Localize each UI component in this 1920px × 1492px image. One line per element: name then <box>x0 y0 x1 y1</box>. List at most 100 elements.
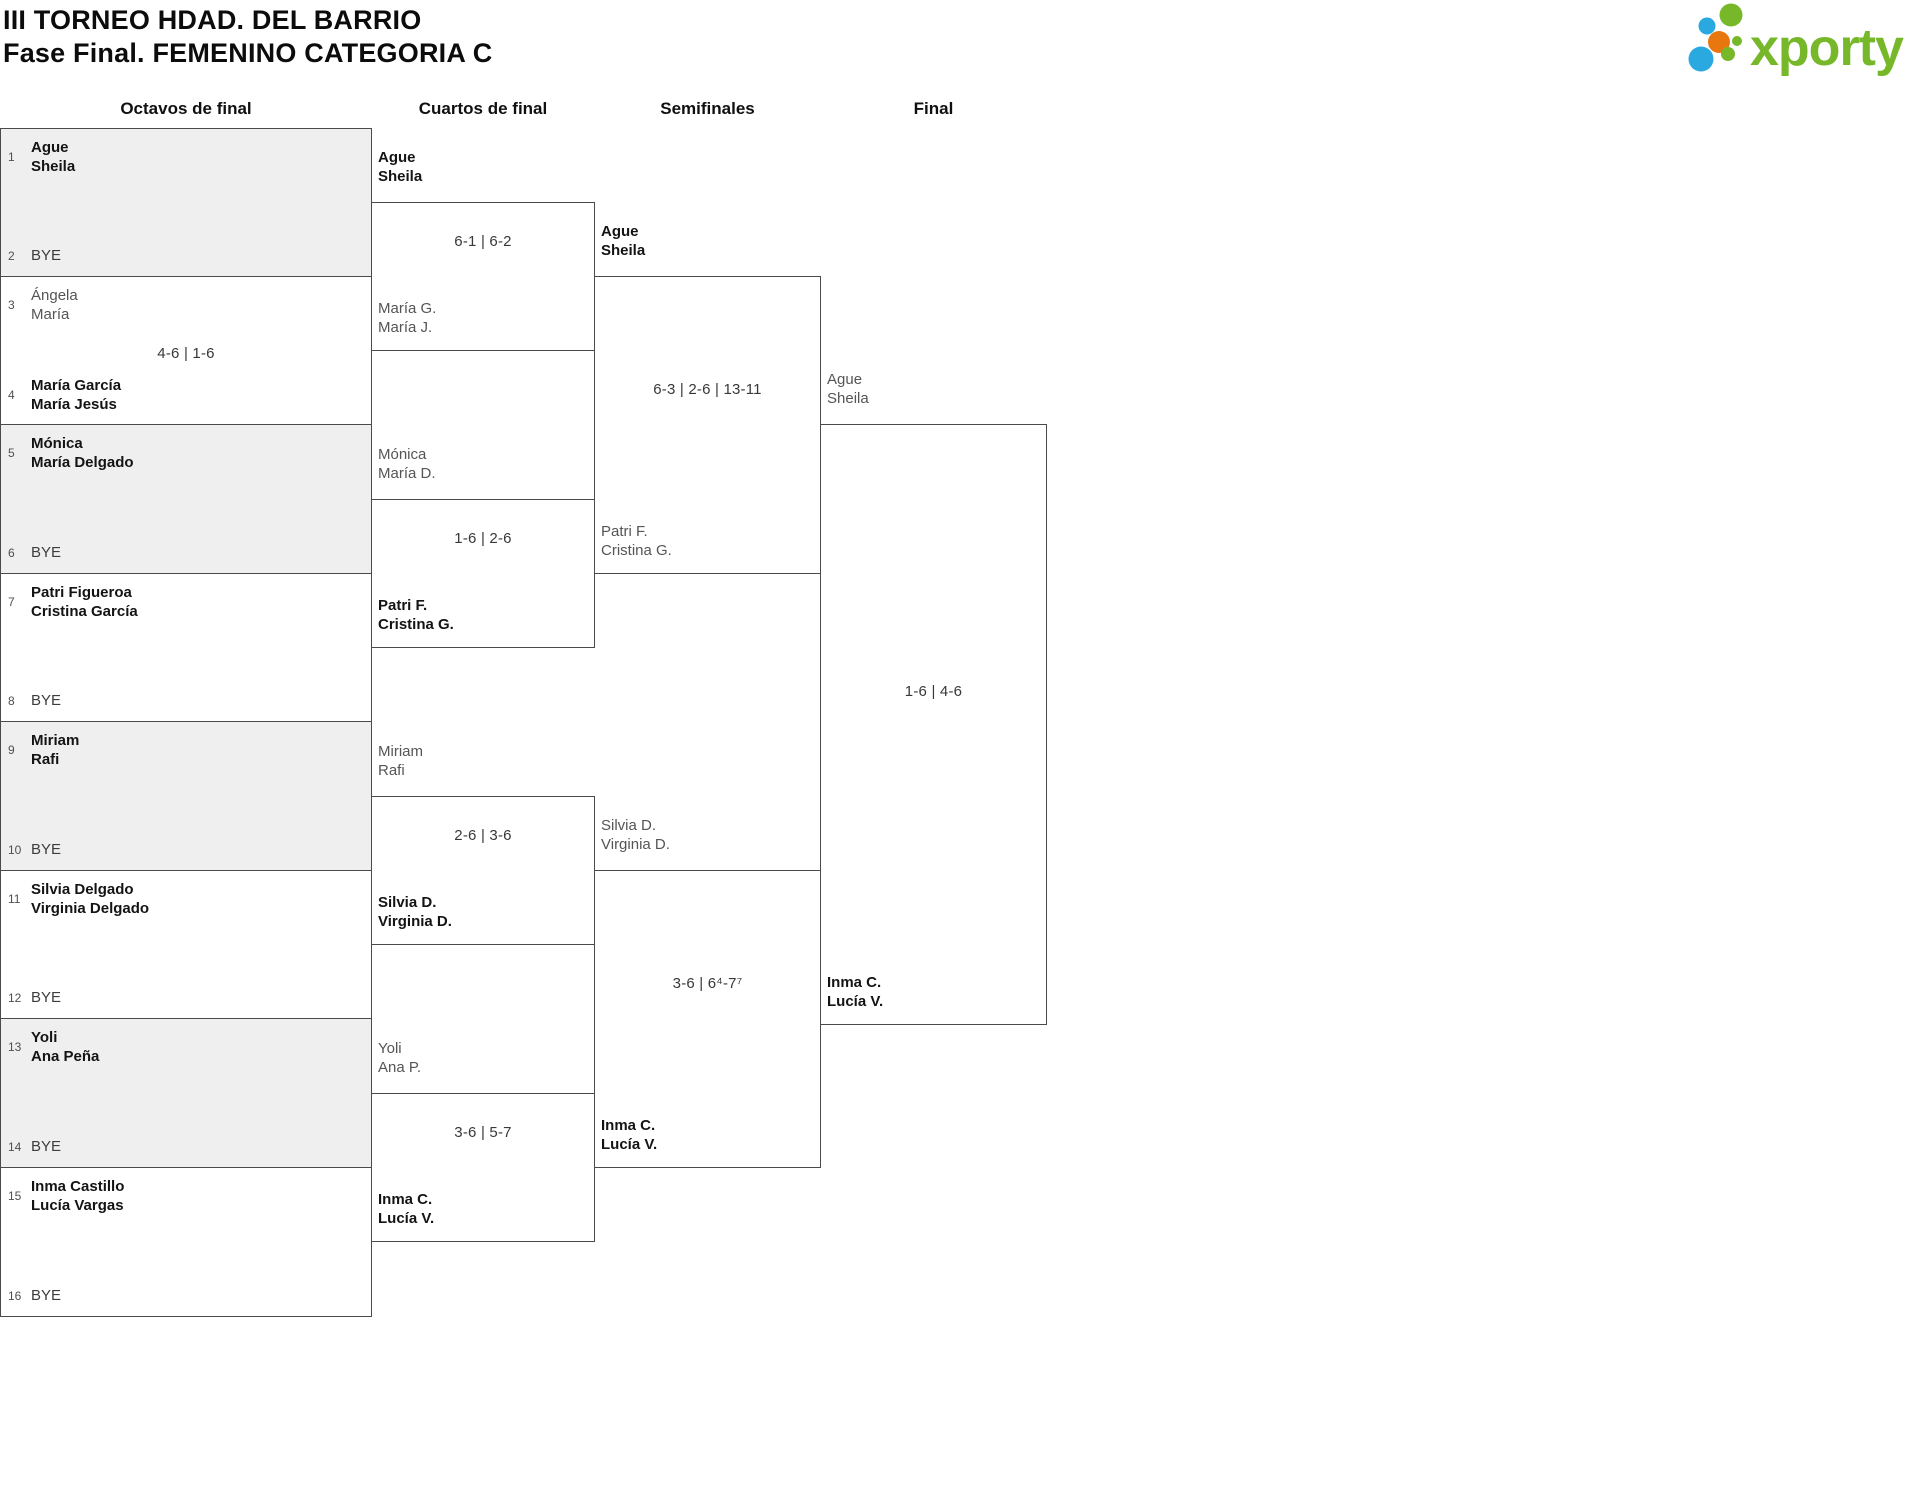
team-name-line: Inma Castillo <box>31 1178 125 1195</box>
team-name-line: Rafi <box>378 762 405 779</box>
round-header-cuartos: Cuartos de final <box>418 99 548 118</box>
seed-number: 6 <box>8 545 15 560</box>
r16-match-4: 7 Patri Figueroa Cristina García 8 BYE <box>0 573 372 722</box>
bye-label: BYE <box>31 246 61 265</box>
team-name-line: Ague <box>601 223 639 240</box>
team-slot: 1 Ague Sheila <box>8 138 365 176</box>
team-name-line: Mónica <box>378 446 427 463</box>
seed-number: 3 <box>8 298 15 312</box>
seed-number: 9 <box>8 743 15 757</box>
team-slot: 12 BYE <box>8 988 365 1007</box>
seed-number: 14 <box>8 1139 22 1154</box>
team-name: Patri Figueroa Cristina García <box>31 583 138 621</box>
team-name-line: Miriam <box>378 743 423 760</box>
r16-match-6: 11 Silvia Delgado Virginia Delgado 12 BY… <box>0 870 372 1019</box>
team-slot: 14 BYE <box>8 1137 365 1156</box>
r16-match-2: 3 Ángela María 4-6 | 1-6 4 María García … <box>0 276 372 426</box>
sf-match-2: Silvia D. Virginia D. 3-6 | 6⁴-7⁷ Inma C… <box>594 817 821 1168</box>
team-name-line: Ague <box>378 149 416 166</box>
seed-number: 10 <box>8 842 22 857</box>
team-name-line: Inma C. <box>601 1117 656 1134</box>
r16-match-8: 15 Inma Castillo Lucía Vargas 16 BYE <box>0 1167 372 1317</box>
bye-label: BYE <box>31 988 61 1007</box>
team-name-line: María <box>31 306 70 323</box>
team-name-line: Virginia Delgado <box>31 900 150 917</box>
logo-dot-green-tiny <box>1732 36 1742 46</box>
seed-number: 4 <box>8 388 15 402</box>
team-name: Ague Sheila <box>31 138 75 176</box>
seed-number: 7 <box>8 595 15 609</box>
team-slot: 10 BYE <box>8 840 365 859</box>
logo-dot-blue-large <box>1688 46 1714 72</box>
bye-label: BYE <box>31 840 61 859</box>
team-name-line: Cristina G. <box>378 616 454 633</box>
advancing-team-label: Inma C. Lucía V. <box>601 1116 657 1154</box>
team-name-line: Ana Peña <box>31 1048 100 1065</box>
team-name-line: Lucía Vargas <box>31 1197 124 1214</box>
match-score: 3-6 | 6⁴-7⁷ <box>672 975 743 992</box>
team-name-line: Sheila <box>31 158 76 175</box>
seed-number: 5 <box>8 446 15 460</box>
seed-number: 16 <box>8 1288 22 1303</box>
team-name-line: BYE <box>31 692 62 709</box>
logo-dot-green-small <box>1721 47 1735 61</box>
team-name-line: María D. <box>378 465 436 482</box>
team-name-line: María G. <box>378 300 437 317</box>
seed-number: 8 <box>8 693 15 708</box>
page-title-line1: III TORNEO HDAD. DEL BARRIO <box>3 5 422 35</box>
team-name-line: Silvia D. <box>601 817 657 834</box>
seed-number: 2 <box>8 248 15 263</box>
seed-number: 1 <box>8 150 15 164</box>
team-name-line: Sheila <box>827 390 869 407</box>
team-name-line: María García <box>31 377 122 394</box>
team-name-line: BYE <box>31 989 62 1006</box>
qf-match-2: Mónica María D. 1-6 | 2-6 Patri F. Crist… <box>371 446 595 648</box>
team-name-line: María Delgado <box>31 454 134 471</box>
team-name-line: BYE <box>31 247 62 264</box>
xporty-logo-icon: xporty <box>1688 3 1905 77</box>
team-slot: 16 BYE <box>8 1286 365 1305</box>
advancing-team-label: Inma C. Lucía V. <box>378 1190 434 1228</box>
team-name: Inma Castillo Lucía Vargas <box>31 1177 124 1215</box>
team-name-line: Inma C. <box>378 1191 433 1208</box>
match-score: 1-6 | 4-6 <box>904 683 963 700</box>
seed-number: 11 <box>8 892 21 906</box>
xporty-logo[interactable]: xporty <box>1684 2 1916 80</box>
team-name-line: Ángela <box>31 287 78 304</box>
round-header-final: Final <box>913 99 954 118</box>
team-slot: 11 Silvia Delgado Virginia Delgado <box>8 880 365 918</box>
team-name-line: Patri F. <box>601 523 648 540</box>
team-name-line: Lucía V. <box>827 993 884 1010</box>
advancing-team-label: Ague Sheila <box>827 370 869 408</box>
advancing-team-label: Inma C. Lucía V. <box>827 973 883 1011</box>
team-name-line: Lucía V. <box>378 1210 435 1227</box>
team-name-line: Sheila <box>601 242 646 259</box>
team-name-line: Patri Figueroa <box>31 584 132 601</box>
page-title-line2: Fase Final. FEMENINO CATEGORIA C <box>3 38 493 68</box>
team-name-line: Yoli <box>31 1029 58 1046</box>
team-name-line: Yoli <box>378 1040 402 1057</box>
team-slot: 8 BYE <box>8 691 365 710</box>
team-slot: 3 Ángela María <box>8 286 365 324</box>
seed-number: 13 <box>8 1040 22 1054</box>
team-name-line: Ague <box>31 139 69 156</box>
team-name-line: Ague <box>827 371 863 388</box>
sf-match-1: Ague Sheila 6-3 | 2-6 | 13-11 Patri F. C… <box>594 223 821 574</box>
match-score: 2-6 | 3-6 <box>454 827 512 844</box>
match-score: 1-6 | 2-6 <box>454 530 512 547</box>
bye-label: BYE <box>31 1137 61 1156</box>
team-name-line: Silvia Delgado <box>31 881 134 898</box>
team-name: Silvia Delgado Virginia Delgado <box>31 880 149 918</box>
team-name: Ángela María <box>31 286 78 324</box>
team-slot: 6 BYE <box>8 543 365 562</box>
advancing-team-label: Patri F. Cristina G. <box>601 522 672 560</box>
match-score: 3-6 | 5-7 <box>454 1124 512 1141</box>
bye-label: BYE <box>31 543 61 562</box>
team-name-line: Patri F. <box>378 597 428 614</box>
page-title: III TORNEO HDAD. DEL BARRIO Fase Final. … <box>3 4 492 70</box>
team-slot: 13 Yoli Ana Peña <box>8 1028 365 1066</box>
r16-match-7: 13 Yoli Ana Peña 14 BYE <box>0 1018 372 1168</box>
team-name-line: BYE <box>31 544 62 561</box>
qf-match-3: Miriam Rafi 2-6 | 3-6 Silvia D. Virginia… <box>371 743 595 945</box>
